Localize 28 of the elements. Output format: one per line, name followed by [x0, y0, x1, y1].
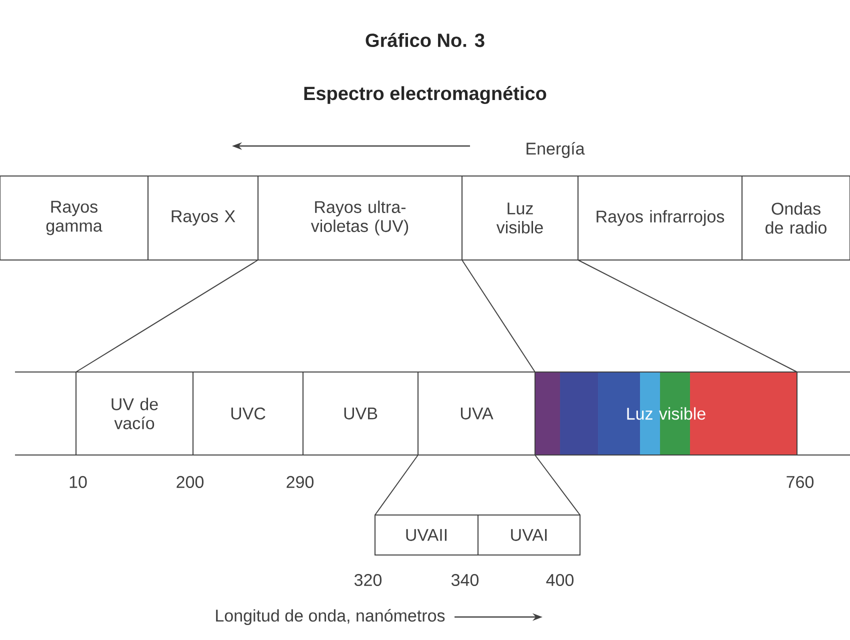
zoom-line	[462, 260, 536, 372]
spectrum-cell: Luz visible	[462, 176, 578, 260]
zoom-line	[578, 260, 798, 372]
title: Gráfico No. 3	[366, 32, 484, 48]
spectrum-cell: UV de vacío	[76, 372, 194, 456]
subtitle: Espectro electromagnético	[304, 86, 546, 104]
tick-label: 200	[176, 476, 204, 488]
spectrum-cell: UVAII	[374, 514, 478, 556]
zoom-line	[76, 260, 258, 372]
spectrum-cell: Ondas de radio	[742, 176, 850, 260]
spectrum-cell: Rayos gamma	[0, 176, 148, 260]
spectrum-cell: Rayos ultra- violetas (UV)	[258, 176, 462, 260]
spectrum-cell: UVA	[418, 372, 536, 456]
spectrum-cell: UVAI	[478, 514, 580, 556]
tick-label: 290	[286, 476, 314, 488]
zoom-line	[374, 454, 418, 516]
spectrum-cell: Rayos X	[148, 176, 258, 260]
tick-label: 10	[70, 476, 87, 488]
axis-label: Longitud de onda, nanómetros	[216, 608, 445, 626]
tick-label: 400	[546, 574, 574, 586]
zoom-line	[534, 454, 580, 516]
tick-label: 760	[786, 476, 814, 488]
arrow-label: Energía	[526, 142, 585, 158]
spectrum-cell: UVB	[302, 372, 418, 456]
tick-label: 340	[451, 574, 479, 586]
spectrum-cell: UVC	[192, 372, 304, 456]
tick-label: 320	[354, 574, 382, 586]
spectrum-cell: Rayos infrarrojos	[578, 176, 742, 260]
